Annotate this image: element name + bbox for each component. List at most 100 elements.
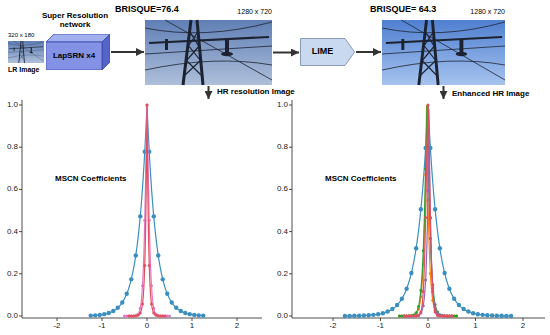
- mscn-plot: [19, 100, 262, 321]
- mscn-curve: [400, 105, 457, 316]
- curve-marker: [471, 311, 475, 315]
- flow-arrow: [111, 51, 144, 53]
- flow-arrow: [443, 86, 445, 99]
- curve-marker: [450, 314, 453, 317]
- mscn-curve: [345, 105, 511, 316]
- axis-tick: [19, 189, 22, 190]
- curve-marker: [424, 279, 427, 282]
- axis-tick: [289, 273, 292, 274]
- curve-marker: [146, 104, 149, 107]
- curve-marker: [509, 314, 513, 318]
- curve-marker: [146, 104, 149, 107]
- box-heading: Super Resolution network: [40, 12, 110, 30]
- lr-photo: [8, 41, 44, 63]
- curve-marker: [395, 303, 399, 307]
- curve-marker: [89, 313, 93, 317]
- curve-marker: [201, 313, 205, 317]
- curve-marker: [419, 310, 422, 313]
- curve-marker: [433, 207, 437, 211]
- curve-marker: [419, 207, 423, 211]
- mscn-curve: [91, 105, 204, 316]
- axis-tick: [57, 318, 58, 321]
- curve-marker: [485, 313, 489, 317]
- curve-marker: [461, 307, 465, 311]
- curve-marker: [434, 310, 437, 313]
- image-node: BRISQUE=76.41280 x 720HR resolution Imag…: [145, 20, 272, 85]
- curve-marker: [141, 302, 144, 305]
- axis-tick-label: 1.0: [264, 100, 288, 110]
- curve-marker: [495, 314, 499, 318]
- curve-marker: [139, 312, 142, 315]
- curve-marker: [450, 314, 453, 317]
- curve-marker: [152, 214, 156, 218]
- axis-tick: [19, 273, 22, 274]
- curve-marker: [504, 314, 508, 318]
- curve-marker: [390, 307, 394, 311]
- process-arrow: LIME: [300, 38, 355, 66]
- curve-marker: [170, 300, 174, 304]
- curve-marker: [150, 302, 153, 305]
- curve-marker: [125, 292, 129, 296]
- axis-tick: [333, 318, 334, 321]
- curve-marker: [490, 313, 494, 317]
- curve-marker: [371, 313, 375, 317]
- curve-marker: [148, 264, 151, 267]
- axis-tick-label: 0.4: [0, 227, 18, 237]
- mscn-curve: [129, 105, 165, 316]
- axis-tick-label: 1: [182, 321, 202, 331]
- plot-axis: [292, 100, 545, 318]
- curve-marker: [197, 313, 201, 317]
- curve-marker: [120, 300, 124, 304]
- hr-photo: [145, 20, 272, 85]
- curve-marker: [174, 306, 178, 310]
- image-node: 320 x 180LR Image: [8, 41, 44, 63]
- box-label: LapSRN x4: [53, 52, 95, 61]
- curve-marker: [161, 277, 165, 281]
- curve-marker: [457, 303, 461, 307]
- axis-tick: [289, 189, 292, 190]
- curve-marker: [455, 314, 458, 317]
- process-label: LIME: [312, 47, 334, 57]
- axis-tick-label: 0.6: [264, 184, 288, 194]
- curve-marker: [476, 312, 480, 316]
- curve-marker: [422, 290, 425, 293]
- plot-area: MSCN Coefficients: [292, 100, 545, 318]
- curve-marker: [427, 189, 430, 192]
- quality-score: BRISQUE=76.4: [115, 5, 179, 15]
- axis-tick-label: 2: [227, 321, 247, 331]
- axis-tick-label: 2: [513, 321, 533, 331]
- axis-tick: [475, 318, 476, 321]
- enhanced-photo: [382, 20, 505, 85]
- axis-tick-label: 0.2: [264, 269, 288, 279]
- curve-marker: [183, 311, 187, 315]
- curve-marker: [164, 314, 167, 317]
- axis-tick: [380, 318, 381, 321]
- axis-tick-label: 0.0: [0, 311, 18, 321]
- curve-marker: [452, 296, 456, 300]
- curve-marker: [347, 314, 351, 318]
- curve-marker: [129, 277, 133, 281]
- image-node: BRISQUE= 64.31280 x 720Enhanced HR Image: [382, 20, 505, 85]
- curve-marker: [156, 253, 160, 257]
- axis-tick-label: 0: [418, 321, 438, 331]
- curve-marker: [450, 314, 453, 317]
- plot-title: MSCN Coefficients: [325, 175, 397, 184]
- curve-marker: [404, 287, 408, 291]
- curve-marker: [362, 313, 366, 317]
- axis-tick: [289, 147, 292, 148]
- curve-marker: [499, 314, 503, 318]
- image-caption: HR resolution Image: [217, 88, 295, 97]
- axis-tick-label: 1.0: [0, 100, 18, 110]
- axis-tick: [19, 316, 22, 317]
- axis-tick: [428, 318, 429, 321]
- curve-marker: [102, 312, 106, 316]
- curve-marker: [438, 246, 442, 250]
- curve-marker: [116, 306, 120, 310]
- plot-title: MSCN Coefficients: [55, 175, 127, 184]
- curve-marker: [429, 216, 432, 219]
- mscn-plot: [289, 100, 545, 321]
- curve-marker: [357, 314, 361, 318]
- curve-marker: [417, 314, 420, 317]
- mscn-curve: [404, 109, 452, 316]
